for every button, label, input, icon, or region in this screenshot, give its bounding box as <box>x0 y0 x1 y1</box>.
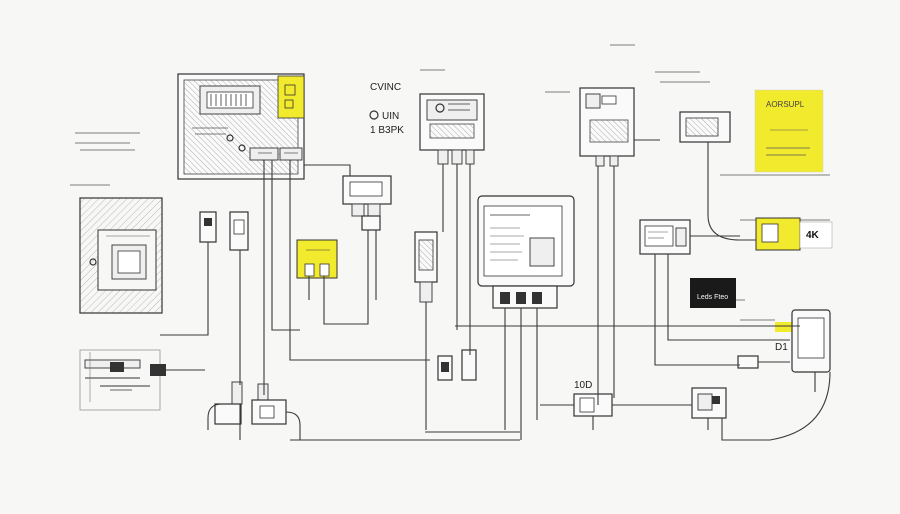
label-10d: 10D <box>574 380 592 391</box>
dark-label-block <box>690 278 736 308</box>
label-d1: D1 <box>775 342 788 353</box>
inline-adapter <box>414 231 438 303</box>
label-aorsupl: AORSUPL <box>766 100 805 109</box>
bottom-left-plug <box>214 381 287 425</box>
top-center-controller <box>419 93 485 165</box>
top-right-module <box>579 87 635 167</box>
cable-plug-right <box>737 355 759 369</box>
bottom-right-switch <box>691 387 727 419</box>
label-4k: 4K <box>806 230 820 241</box>
bottom-center-splitter <box>573 393 613 417</box>
media-module-4k <box>755 217 833 251</box>
plug-module-left <box>199 211 217 255</box>
mid-right-controller <box>639 219 691 255</box>
mount-plate-device <box>79 197 163 314</box>
ring-icon <box>369 110 379 120</box>
wiring <box>160 139 831 441</box>
main-control-panel <box>177 73 305 180</box>
tablet-device <box>775 309 831 373</box>
panel-yellow-tag <box>277 75 305 119</box>
label-uin: UIN <box>382 111 399 122</box>
din-rail-assembly <box>79 349 205 411</box>
display-unit <box>679 111 731 143</box>
label-b3pk: 1 B3PK <box>370 125 404 136</box>
center-plug-pair <box>437 349 477 381</box>
yellow-connector-module <box>296 239 338 279</box>
plug-module-right <box>229 211 249 251</box>
yellow-note-aorsupl <box>754 89 824 173</box>
central-hub <box>477 195 575 309</box>
label-leds: Leds Fteo <box>697 294 728 301</box>
label-cvinc: CVINC <box>370 82 401 93</box>
relay-unit-center <box>342 175 392 231</box>
